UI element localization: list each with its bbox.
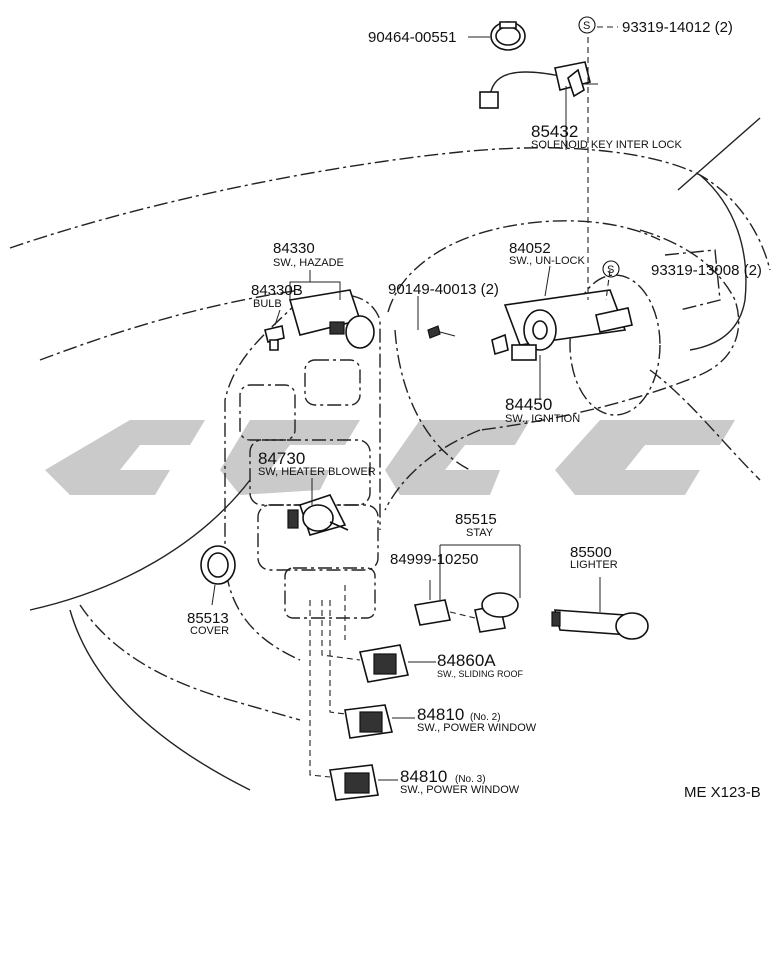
power-window-switch-no3-drawing <box>329 764 379 801</box>
part-description: BULB <box>253 298 282 310</box>
diagram-code: ME X123-B <box>684 784 761 801</box>
part-number: 93319-13008 (2) <box>651 262 762 279</box>
callout-85432: 85432 SOLENOID KEY INTER LOCK <box>531 122 682 151</box>
part-description: SW, HEATER BLOWER <box>258 466 376 478</box>
stay-drawing <box>414 592 519 633</box>
callout-85513: 85513 COVER <box>187 610 229 637</box>
callout-84810-no2: 84810 (No. 2) SW., POWER WINDOW <box>392 705 537 734</box>
callout-84330: 84330 SW., HAZADE <box>273 240 344 269</box>
band-clip-drawing <box>490 21 526 51</box>
s-mark: S <box>607 264 614 276</box>
part-description: SW., POWER WINDOW <box>400 784 520 796</box>
callout-84810-no3: 84810 (No. 3) SW., POWER WINDOW <box>378 767 520 796</box>
part-number: 90149-40013 (2) <box>388 281 499 298</box>
callout-84052: 84052 SW., UN-LOCK <box>509 240 585 267</box>
part-number: 84730 <box>258 449 305 468</box>
part-number: 85513 <box>187 610 229 627</box>
part-number: 84810 <box>400 767 447 786</box>
callout-85500: 85500 LIGHTER <box>570 544 618 571</box>
screw-drawing <box>427 325 456 339</box>
part-number: 85515 <box>455 511 497 528</box>
s-mark-icon <box>602 260 620 278</box>
heater-blower-switch-drawing <box>287 494 349 536</box>
callout-90464-00551: 90464-00551 <box>368 29 456 46</box>
part-number: 93319-14012 (2) <box>622 19 733 36</box>
watermark-graphic: cg9c <box>45 420 735 495</box>
callout-93319-14012: S 93319-14012 (2) <box>578 16 733 36</box>
part-description: LIGHTER <box>570 559 618 571</box>
s-mark-icon <box>578 16 596 34</box>
part-description: SW., UN-LOCK <box>509 255 585 267</box>
part-description: SW., IGNITION <box>505 413 580 425</box>
part-description: SW., SLIDING ROOF <box>437 669 524 679</box>
callout-93319-13008: S 93319-13008 (2) <box>602 260 762 279</box>
part-number: 84052 <box>509 240 551 257</box>
part-number: 84810 <box>417 705 464 724</box>
callout-84860A: 84860A SW., SLIDING ROOF <box>408 651 524 679</box>
part-qualifier: (No. 3) <box>455 774 486 785</box>
part-number: 84450 <box>505 395 552 414</box>
power-window-switch-no2-drawing <box>344 704 393 739</box>
callout-84330B: 84330B BULB <box>251 282 303 310</box>
s-mark: S <box>583 20 590 32</box>
instrument-panel-outline <box>9 117 771 791</box>
callout-90149-40013: 90149-40013 (2) <box>388 281 499 298</box>
part-description: STAY <box>466 527 494 539</box>
cover-drawing <box>200 545 236 585</box>
sliding-roof-switch-drawing <box>359 644 409 683</box>
part-number: 84860A <box>437 651 496 670</box>
part-number: 85500 <box>570 544 612 561</box>
part-number: 90464-00551 <box>368 29 456 46</box>
part-qualifier: (No. 2) <box>470 712 501 723</box>
part-description: SOLENOID KEY INTER LOCK <box>531 139 682 151</box>
part-description: SW., POWER WINDOW <box>417 722 537 734</box>
lighter-drawing <box>551 609 649 640</box>
callout-84450: 84450 SW., IGNITION <box>505 395 580 425</box>
callout-84730: 84730 SW, HEATER BLOWER <box>258 449 376 478</box>
solenoid-drawing <box>479 61 598 109</box>
callout-85515: 85515 STAY <box>455 511 497 539</box>
leader-lines <box>211 26 618 778</box>
part-number: 84330 <box>273 240 315 257</box>
part-number: 84999-10250 <box>390 551 478 568</box>
callout-84999-10250: 84999-10250 <box>390 551 478 568</box>
part-number: 84330B <box>251 282 303 299</box>
part-description: COVER <box>190 625 229 637</box>
part-description: SW., HAZADE <box>273 257 344 269</box>
part-number: 85432 <box>531 122 578 141</box>
ignition-switch-drawing <box>491 289 633 361</box>
hazard-switch-drawing <box>264 289 375 351</box>
